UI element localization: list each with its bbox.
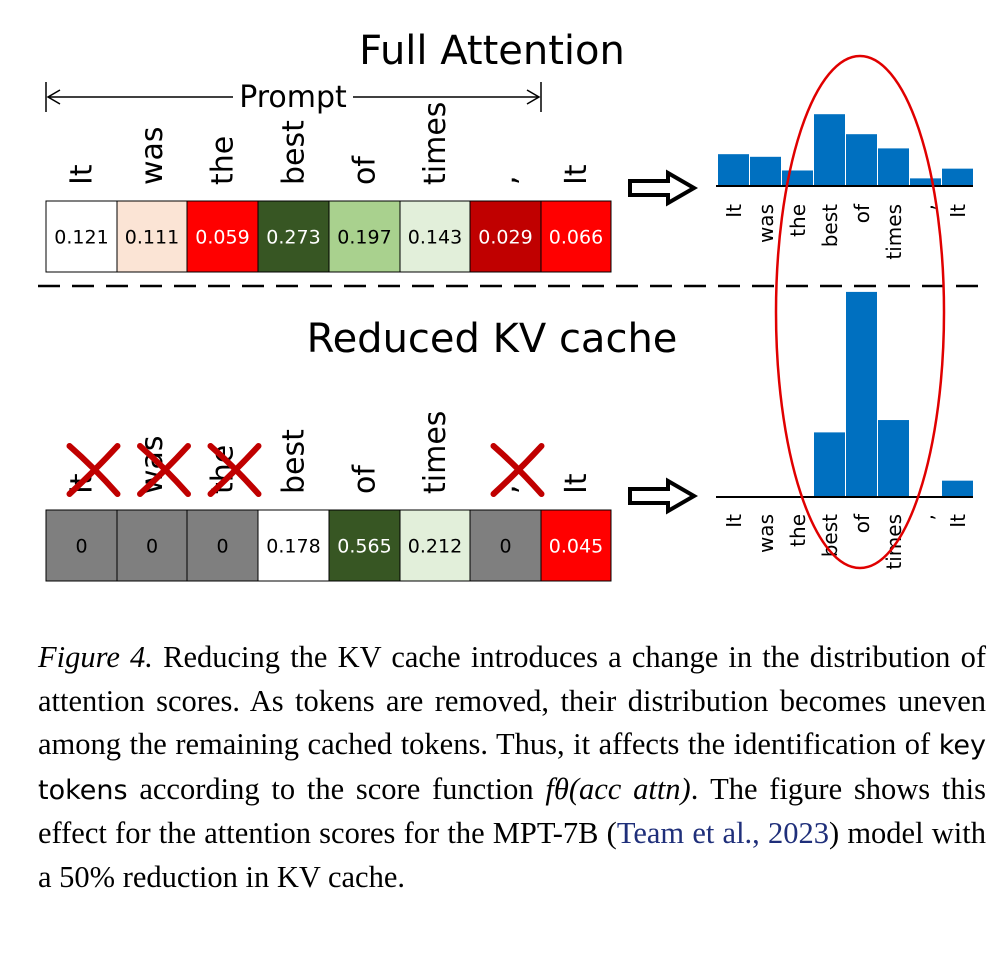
full-bar-label: times xyxy=(882,204,906,260)
reduced-bar-label: times xyxy=(882,514,906,570)
reduced-token-label: times xyxy=(418,411,453,494)
full-cell-value: 0.197 xyxy=(337,227,391,249)
removed-token-crosses xyxy=(66,443,545,497)
reduced-cell-value: 0.212 xyxy=(408,536,462,558)
full-cell-value: 0.066 xyxy=(549,227,603,249)
full-cell-value: 0.121 xyxy=(54,227,108,249)
full-bar xyxy=(846,134,877,186)
reduced-bar xyxy=(814,432,845,497)
removed-cross-icon xyxy=(66,443,121,497)
full-token-label: best xyxy=(277,120,312,185)
reduced-cell-value: 0.045 xyxy=(549,536,603,558)
reduced-token-label: best xyxy=(277,429,312,494)
reduced-bar-label: It xyxy=(946,514,970,528)
full-cell-value: 0.029 xyxy=(478,227,532,249)
full-cell xyxy=(399,200,471,273)
reduced-kv-title: Reduced KV cache xyxy=(307,316,678,362)
full-bar xyxy=(814,114,845,186)
reduced-cell xyxy=(399,509,471,582)
reduced-attention-cells: 0 0 0 0.178 0.565 0.212 0 0.045 xyxy=(45,509,612,582)
reduced-cell xyxy=(469,509,542,582)
removed-cross-icon xyxy=(137,443,191,497)
full-cell xyxy=(257,200,330,273)
full-token-labels: It was the best of times, It xyxy=(65,102,595,185)
reduced-cell-value: 0.178 xyxy=(266,536,320,558)
prompt-label: Prompt xyxy=(239,80,347,115)
full-cell xyxy=(328,200,401,273)
full-cell-value: 0.111 xyxy=(125,227,179,249)
reduced-token-label: of xyxy=(348,464,383,494)
full-cell xyxy=(186,200,259,273)
reduced-bar-label: of xyxy=(850,513,874,533)
full-bar xyxy=(878,148,909,186)
full-bar xyxy=(718,154,749,186)
full-token-label: , xyxy=(489,175,524,185)
reduced-bar-label: , xyxy=(914,514,938,520)
reduced-bar xyxy=(846,291,877,497)
full-bar xyxy=(750,156,781,186)
full-bar-label: It xyxy=(946,204,970,218)
figure-label: Figure 4. xyxy=(38,640,153,674)
reduced-token-label: , xyxy=(489,484,524,494)
reduced-bar-label: the xyxy=(786,514,810,547)
full-bar-label: , xyxy=(914,204,938,210)
reduced-cell xyxy=(328,509,401,582)
full-bar-label: best xyxy=(818,204,842,247)
full-bar-label: It xyxy=(722,204,746,218)
full-token-label: It xyxy=(559,164,594,185)
reduced-cell-value: 0 xyxy=(216,536,228,558)
full-cell xyxy=(45,200,118,273)
figure-caption: Figure 4. Reducing the KV cache introduc… xyxy=(38,640,986,894)
full-bar-label: of xyxy=(850,203,874,223)
highlight-ellipse xyxy=(774,54,946,570)
score-function: fθ(acc attn) xyxy=(545,771,691,806)
full-bar xyxy=(942,168,973,186)
reduced-bar-label: It xyxy=(722,514,746,528)
full-cell-value: 0.273 xyxy=(266,227,320,249)
reduced-cell-value: 0 xyxy=(146,536,158,558)
reduced-cell xyxy=(257,509,330,582)
full-token-label: of xyxy=(348,155,383,185)
reduced-cell-value: 0 xyxy=(75,536,87,558)
removed-cross-icon xyxy=(490,443,545,497)
arrow-to-full-chart xyxy=(628,169,699,207)
full-attention-title: Full Attention xyxy=(359,28,625,74)
reduced-bar xyxy=(878,420,909,497)
full-token-label: It xyxy=(65,164,100,185)
full-bar-label: was xyxy=(754,204,778,243)
full-token-label: was xyxy=(135,126,170,185)
reduced-token-label: It xyxy=(559,473,594,494)
reduced-cell-value: 0 xyxy=(499,536,511,558)
reduced-cell xyxy=(45,509,118,582)
full-cell xyxy=(469,200,542,273)
full-bar xyxy=(910,178,941,186)
full-cell xyxy=(540,200,612,273)
full-cell-value: 0.143 xyxy=(408,227,462,249)
removed-cross-icon xyxy=(207,443,262,497)
reduced-bar xyxy=(942,480,973,497)
full-token-label: the xyxy=(206,136,241,185)
key-tokens-term: key tokens xyxy=(38,730,986,806)
full-bar-label: the xyxy=(786,204,810,237)
reduced-cell-value: 0.565 xyxy=(337,536,391,558)
prompt-span: Prompt xyxy=(45,80,542,115)
reduced-cell xyxy=(116,509,188,582)
arrow-to-reduced-chart xyxy=(628,477,699,515)
full-cell-value: 0.059 xyxy=(195,227,249,249)
full-attention-cells: 0.121 0.111 0.059 0.273 0.197 0.143 0.029 0.066 xyxy=(45,200,612,273)
reduced-cell xyxy=(540,509,612,582)
citation-link[interactable]: Team et al., 2023 xyxy=(616,816,829,850)
full-token-label: times xyxy=(418,102,453,185)
reduced-bar-label: was xyxy=(754,514,778,553)
